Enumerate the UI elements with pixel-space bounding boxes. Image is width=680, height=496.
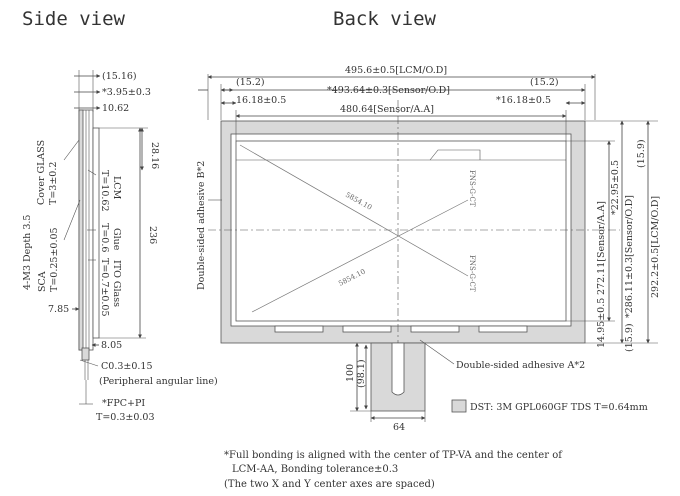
adhesive-b-label: Double-sided adhesive B*2 — [196, 161, 207, 290]
dim-r-15-9-bot: (15.9) — [624, 323, 635, 352]
dst-legend-text: DST: 3M GPL060GF TDS T=0.64mm — [470, 402, 648, 413]
glue-label: Glue — [111, 228, 122, 251]
dim-sensor-od-height: *286.11±0.3[Sensor/O.D] — [624, 195, 635, 318]
dim-right-16-18: *16.18±0.5 — [496, 95, 551, 106]
dim-10-62: 10.62 — [102, 103, 129, 114]
note-line-1: *Full bonding is aligned with the center… — [224, 450, 563, 461]
lcm-thickness: T=10.62 — [99, 170, 110, 212]
dim-lcm-od-width: 495.6±0.5[LCM/O.D] — [345, 65, 447, 76]
dim-28-16: 28.16 — [149, 142, 160, 169]
dim-3-95: *3.95±0.3 — [102, 87, 151, 98]
fpc-slot — [391, 342, 405, 396]
peripheral-angular-line: (Peripheral angular line) — [99, 376, 218, 387]
cover-glass-thickness: T=3±0.2 — [48, 162, 59, 205]
dim-fpc-100: 100 — [345, 364, 356, 382]
cover-glass-label: Cover GLASS — [36, 140, 47, 205]
adhesive-a-label: Double-sided adhesive A*2 — [456, 360, 585, 371]
sca-label: SCA — [37, 271, 48, 292]
dim-236: 236 — [147, 226, 158, 244]
dim-r-15-9-top: (15.9) — [636, 139, 647, 168]
mark-label-1: FNS-G-CT — [468, 170, 476, 207]
fpc-pi-label: *FPC+PI — [102, 398, 145, 409]
c0-3-chamfer: C0.3±0.15 — [101, 361, 153, 372]
dim-15-16: (15.16) — [102, 71, 137, 82]
fpc-pi-thickness: T=0.3±0.03 — [96, 412, 155, 423]
dim-right-15-2: (15.2) — [530, 77, 559, 88]
side-view-title: Side view — [22, 8, 126, 30]
dim-sensor-aa-height: 272.11[Sensor/A.A] — [596, 201, 607, 295]
diagonal-2 — [251, 199, 469, 313]
ito-glass-label: ITO Glass — [111, 260, 122, 307]
dim-7-85: 7.85 — [48, 304, 69, 315]
side-cover-glass — [78, 109, 84, 351]
dst-legend-swatch — [451, 399, 467, 413]
dim-fpc-64: 64 — [393, 422, 405, 433]
dim-left-16-18: 16.18±0.5 — [236, 95, 286, 106]
top-hump — [429, 149, 481, 161]
glue-thickness: T=0.6 — [99, 223, 110, 252]
dim-sensor-aa-width: 480.64[Sensor/A.A] — [340, 104, 434, 115]
dim-fpc-98-1: (98.1) — [356, 359, 367, 388]
dim-8-05: 8.05 — [101, 340, 122, 351]
diagonal-1 — [239, 144, 469, 277]
back-view-title: Back view — [333, 8, 437, 30]
back-view: 5854.10 5854.10 FNS-G-CT FNS-G-CT 495.6±… — [196, 65, 661, 433]
dim-r-14-95: 14.95±0.5 — [596, 298, 607, 348]
mark-label-2: FNS-G-CT — [468, 255, 476, 292]
side-view: (15.16) *3.95±0.3 10.62 28.16 236 Cover … — [22, 70, 218, 423]
dim-lcm-od-height: 292.2±0.5[LCM/O.D] — [650, 196, 661, 298]
ito-glass-thickness: T=0.7±0.05 — [99, 258, 110, 317]
side-lcm — [92, 127, 100, 339]
sca-thickness: T=0.25±0.05 — [49, 227, 60, 292]
side-fpc — [81, 347, 90, 361]
dim-r-22-95: *22.95±0.5 — [610, 160, 621, 215]
lcm-label: LCM — [111, 176, 122, 200]
note-line-2: LCM-AA, Bonding tolerance±0.3 — [232, 464, 398, 475]
active-area — [235, 140, 567, 322]
note-line-3: (The two X and Y center axes are spaced) — [224, 479, 435, 490]
dim-sensor-od-width: *493.64±0.3[Sensor/O.D] — [327, 85, 450, 96]
m3-depth-label: 4-M3 Depth 3.5 — [22, 215, 33, 290]
dim-left-15-2: (15.2) — [236, 77, 265, 88]
